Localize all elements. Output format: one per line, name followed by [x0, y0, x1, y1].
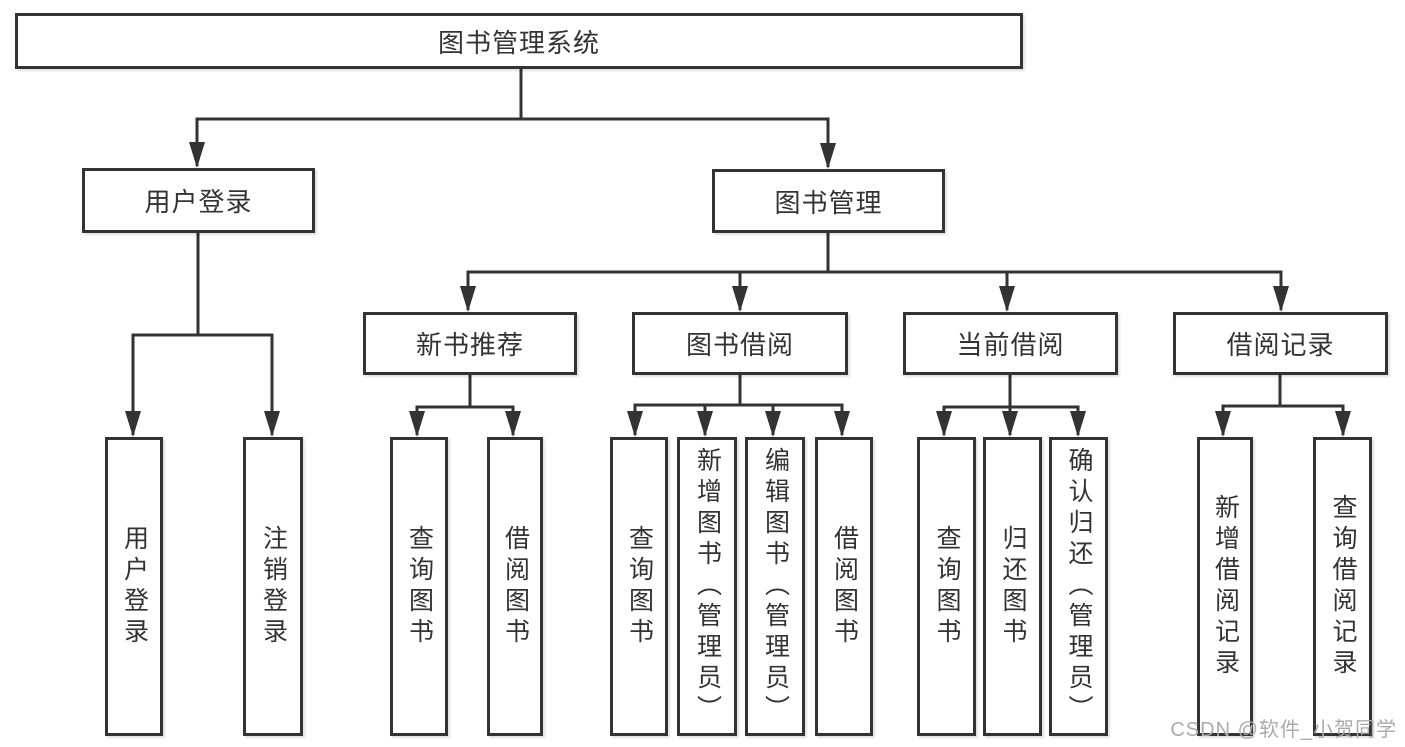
- node-label: 查询图书: [625, 524, 654, 649]
- node-label: 新增借阅记录: [1211, 493, 1240, 680]
- node-borrow-records: 借阅记录: [1173, 312, 1388, 375]
- node-label: 当前借阅: [956, 330, 1065, 360]
- node-label: 编辑图书（管理员）: [761, 447, 790, 726]
- leaf-confirm-return-admin: 确认归还（管理员）: [1049, 437, 1108, 736]
- node-current-borrow: 当前借阅: [903, 312, 1118, 375]
- node-label: 新增图书（管理员）: [693, 447, 722, 726]
- node-user-login: 用户登录: [82, 168, 315, 233]
- node-label: 用户登录: [120, 524, 149, 649]
- node-label: 图书管理: [774, 187, 883, 218]
- leaf-query-books: 查询图书: [390, 437, 448, 736]
- node-label: 查询图书: [405, 524, 434, 649]
- node-label: 用户登录: [144, 187, 253, 217]
- node-library-management-system: 图书管理系统: [15, 13, 1023, 69]
- node-label: 查询图书: [933, 524, 961, 649]
- node-label: 确认归还（管理员）: [1065, 447, 1093, 726]
- node-label: 注销登录: [259, 524, 288, 649]
- leaf-edit-books-admin: 编辑图书（管理员）: [745, 437, 805, 736]
- node-label: 归还图书: [999, 524, 1027, 649]
- leaf-return-books: 归还图书: [983, 437, 1042, 736]
- node-book-borrow: 图书借阅: [632, 312, 848, 375]
- node-label: 新书推荐: [415, 330, 524, 360]
- leaf-logout: 注销登录: [243, 437, 303, 736]
- node-new-book-recommend: 新书推荐: [363, 312, 577, 375]
- leaf-borrow-books: 借阅图书: [815, 437, 873, 736]
- node-label: 借阅图书: [501, 524, 530, 649]
- node-label: 借阅图书: [830, 524, 859, 649]
- leaf-add-books-admin: 新增图书（管理员）: [677, 437, 737, 736]
- leaf-borrow-books: 借阅图书: [487, 437, 543, 736]
- leaf-user-login: 用户登录: [105, 437, 163, 736]
- node-label: 查询借阅记录: [1329, 493, 1357, 680]
- node-label: 图书管理系统: [437, 27, 600, 58]
- leaf-add-borrow-record: 新增借阅记录: [1197, 437, 1253, 736]
- leaf-query-borrow-record: 查询借阅记录: [1313, 437, 1372, 736]
- csdn-watermark: CSDN @软件_小贺同学: [1170, 719, 1397, 741]
- arrowheads: [125, 142, 1351, 437]
- node-label: 图书借阅: [685, 330, 794, 360]
- node-label: 借阅记录: [1226, 330, 1335, 360]
- leaf-query-books: 查询图书: [610, 437, 668, 736]
- node-book-management: 图书管理: [712, 169, 945, 233]
- leaf-query-books: 查询图书: [917, 437, 976, 736]
